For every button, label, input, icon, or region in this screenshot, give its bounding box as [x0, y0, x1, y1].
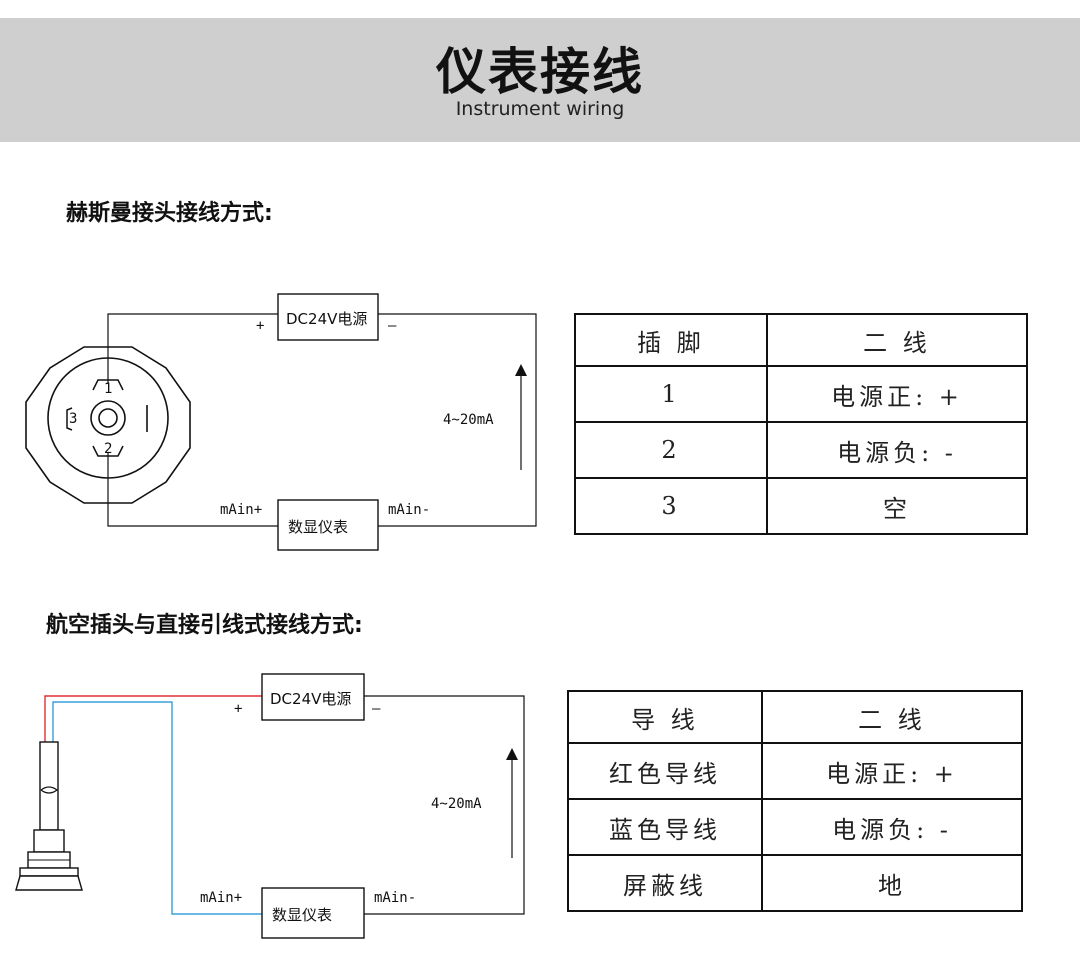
- wire-loop-2: [364, 695, 525, 915]
- lead-table-header-wire: 二 线: [761, 690, 1023, 744]
- pin-3-label: 3: [69, 411, 77, 427]
- connector-center-outer: [90, 400, 126, 436]
- pin-table-cell: 空: [766, 477, 1028, 535]
- lead-table-cell: 地: [761, 854, 1023, 912]
- pin-table-cell: 1: [574, 365, 768, 423]
- lead-table-cell: 蓝色导线: [567, 798, 763, 856]
- wire-plus: [107, 313, 278, 384]
- main-minus-label: mAin-: [388, 502, 430, 518]
- minus-label: —: [388, 318, 397, 334]
- pin-table-cell: 电源负: -: [766, 421, 1028, 479]
- lead-table-cell: 屏蔽线: [567, 854, 763, 912]
- pin-table-header-pin: 插 脚: [574, 313, 768, 367]
- main-plus-label-2: mAin+: [200, 890, 242, 906]
- power-box-2-label: DC24V电源: [270, 690, 351, 708]
- current-label-2: 4~20mA: [431, 796, 482, 812]
- wire-return: [107, 452, 278, 527]
- plus-label-2: +: [234, 701, 242, 717]
- main-minus-label-2: mAin-: [374, 890, 416, 906]
- meter-box-label: 数显仪表: [288, 518, 348, 536]
- wire-loop: [378, 313, 537, 527]
- pin-table-cell: 3: [574, 477, 768, 535]
- lead-table-cell: 红色导线: [567, 742, 763, 800]
- header-banner: 仪表接线 Instrument wiring: [0, 18, 1080, 142]
- aviation-diagram: DC24V电源 + — 数显仪表 mAin+ mAin- 4~20mA: [15, 673, 525, 939]
- red-wire: [44, 695, 262, 742]
- power-box-2: [261, 673, 365, 721]
- pin-table-cell: 2: [574, 421, 768, 479]
- pin-table: 插 脚 二 线 1 电源正: + 2 电源负: - 3 空: [574, 313, 1028, 535]
- power-box: [277, 293, 379, 341]
- page-title: 仪表接线: [436, 43, 644, 101]
- hirschmann-diagram: 1 2 3 DC24V电源 + — 数显仪表 mAin+ mAin- 4~20m…: [25, 293, 537, 551]
- page-subtitle: Instrument wiring: [455, 98, 625, 120]
- pin-2-label: 2: [104, 441, 112, 457]
- connector-center-inner: [98, 408, 118, 428]
- main-plus-label: mAin+: [220, 502, 262, 518]
- minus-label-2: —: [372, 701, 381, 717]
- lead-table-header-lead: 导 线: [567, 690, 763, 744]
- connector-outline: [25, 346, 191, 504]
- meter-box: [277, 499, 379, 551]
- section2-title: 航空插头与直接引线式接线方式:: [46, 613, 363, 638]
- pin-table-header-wire: 二 线: [766, 313, 1028, 367]
- lead-table: 导 线 二 线 红色导线 电源正: + 蓝色导线 电源负: - 屏蔽线 地: [567, 690, 1023, 912]
- lead-table-cell: 电源负: -: [761, 798, 1023, 856]
- current-label: 4~20mA: [443, 412, 494, 428]
- meter-box-2: [261, 887, 365, 939]
- power-box-label: DC24V电源: [286, 310, 367, 328]
- pin-1-label: 1: [104, 381, 112, 397]
- meter-box-2-label: 数显仪表: [272, 906, 332, 924]
- plus-label: +: [256, 318, 264, 334]
- section1-title: 赫斯曼接头接线方式:: [66, 201, 273, 226]
- lead-table-cell: 电源正: +: [761, 742, 1023, 800]
- pin-table-cell: 电源正: +: [766, 365, 1028, 423]
- blue-wire: [52, 701, 262, 915]
